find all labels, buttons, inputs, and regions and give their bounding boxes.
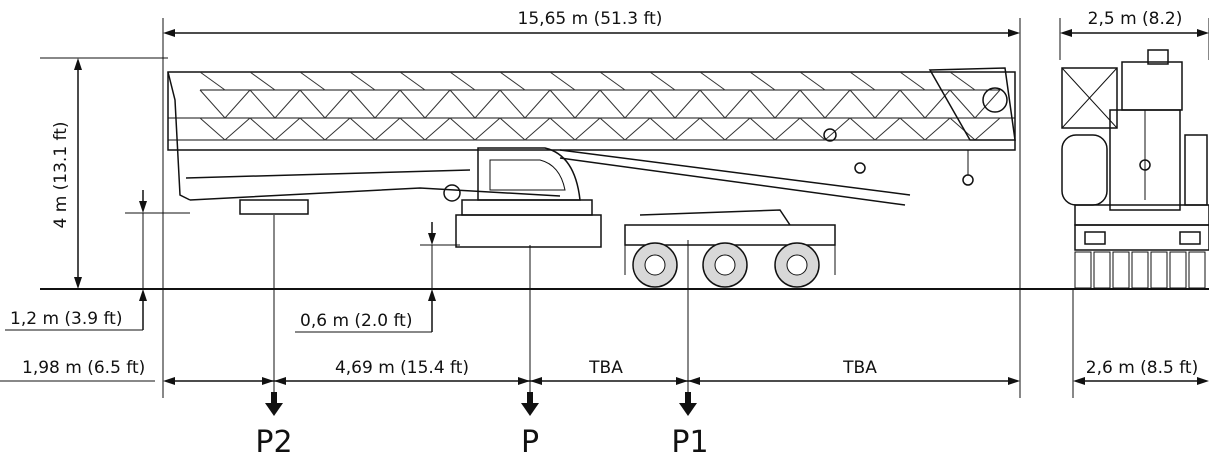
p1-to-end-label: TBA	[842, 358, 877, 378]
jib-height-label: 1,2 m (3.9 ft)	[10, 309, 122, 329]
ground-clearance-label: 0,6 m (2.0 ft)	[300, 311, 412, 331]
dimension-lines	[0, 29, 1209, 385]
height-label: 4 m (13.1 ft)	[51, 121, 71, 228]
rear-width-label: 2,5 m (8.2)	[1088, 9, 1183, 29]
trailer-wheels	[632, 242, 820, 288]
load-arrow-p2	[265, 392, 283, 416]
reference-lines	[40, 18, 1209, 398]
axle-width-label: 2,6 m (8.5 ft)	[1086, 358, 1198, 378]
p2-to-p-label: 4,69 m (15.4 ft)	[335, 358, 469, 378]
crane-rear-view	[1061, 49, 1209, 289]
overall-length-label: 15,65 m (51.3 ft)	[518, 9, 663, 29]
point-label-p: P	[521, 425, 539, 460]
point-label-p1: P1	[671, 425, 708, 460]
point-label-p2: P2	[255, 425, 292, 460]
load-arrow-p	[521, 392, 539, 416]
load-arrow-p1	[679, 392, 697, 416]
front-overhang-label: 1,98 m (6.5 ft)	[22, 358, 145, 378]
p-to-p1-label: TBA	[588, 358, 623, 378]
crane-side-view	[167, 67, 1016, 288]
